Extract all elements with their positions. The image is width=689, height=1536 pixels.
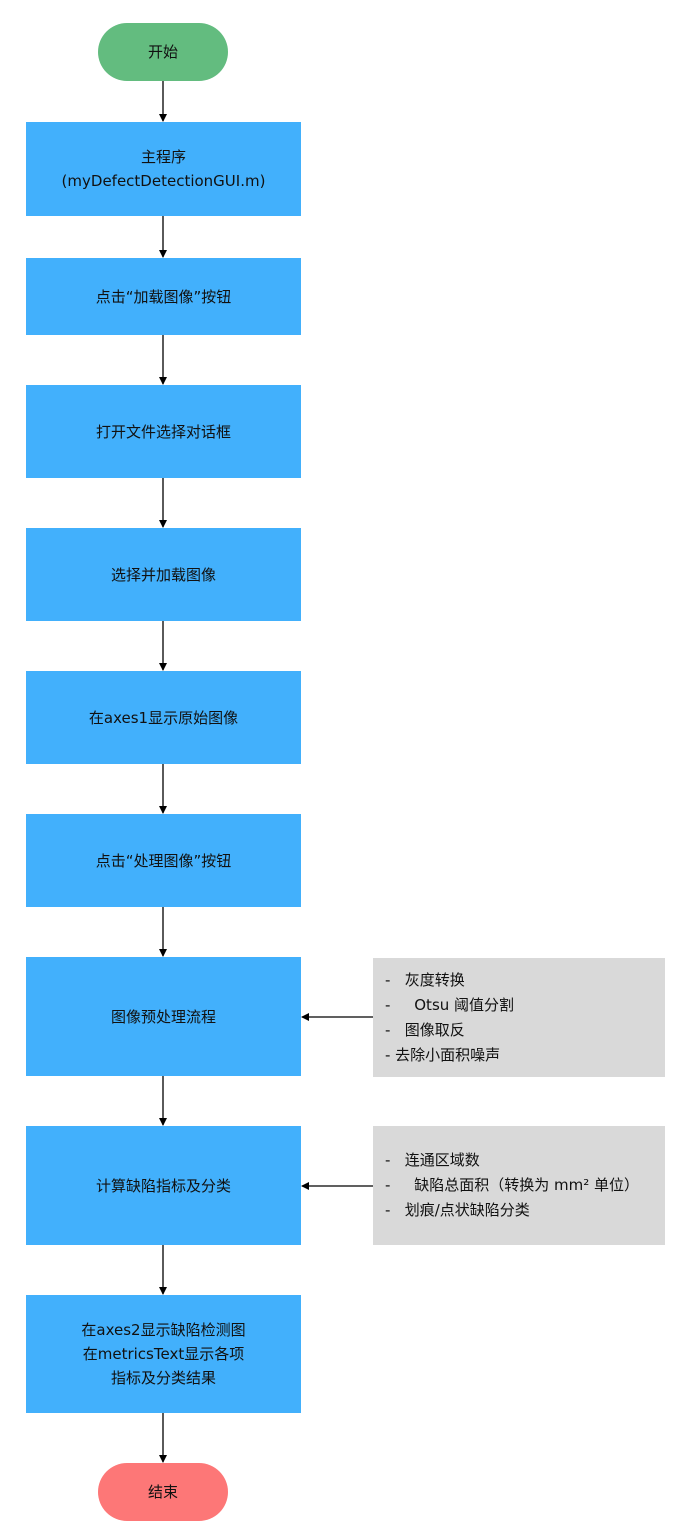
- preprocess-steps-note: - 灰度转换 - Otsu 阈值分割 - 图像取反 - 去除小面积噪声: [373, 958, 665, 1077]
- start-node: 开始: [98, 23, 228, 81]
- end-node: 结束: [98, 1463, 228, 1521]
- click-load-button-node: 点击“加载图像”按钮: [26, 258, 301, 335]
- show-original-image-node: 在axes1显示原始图像: [26, 671, 301, 764]
- open-file-dialog-node: 打开文件选择对话框: [26, 385, 301, 478]
- click-process-button-node: 点击“处理图像”按钮: [26, 814, 301, 907]
- note-line: - Otsu 阈值分割: [385, 995, 515, 1014]
- compute-metrics-node: 计算缺陷指标及分类: [26, 1126, 301, 1245]
- preprocess-node: 图像预处理流程: [26, 957, 301, 1076]
- note-line: - 划痕/点状缺陷分类: [385, 1201, 530, 1219]
- note-line: - 缺陷总面积（转换为 mm² 单位）: [385, 1176, 640, 1194]
- display-results-node: 在axes2显示缺陷检测图 在metricsText显示各项 指标及分类结果: [26, 1295, 301, 1413]
- note-line: - 灰度转换: [385, 970, 465, 989]
- compute-steps-note: - 连通区域数 - 缺陷总面积（转换为 mm² 单位） - 划痕/点状缺陷分类: [373, 1126, 665, 1245]
- note-line: - 去除小面积噪声: [385, 1045, 501, 1064]
- note-line: - 图像取反: [385, 1020, 465, 1039]
- note-line: - 连通区域数: [385, 1151, 480, 1169]
- select-load-image-node: 选择并加载图像: [26, 528, 301, 621]
- main-program-node: 主程序 (myDefectDetectionGUI.m): [26, 122, 301, 216]
